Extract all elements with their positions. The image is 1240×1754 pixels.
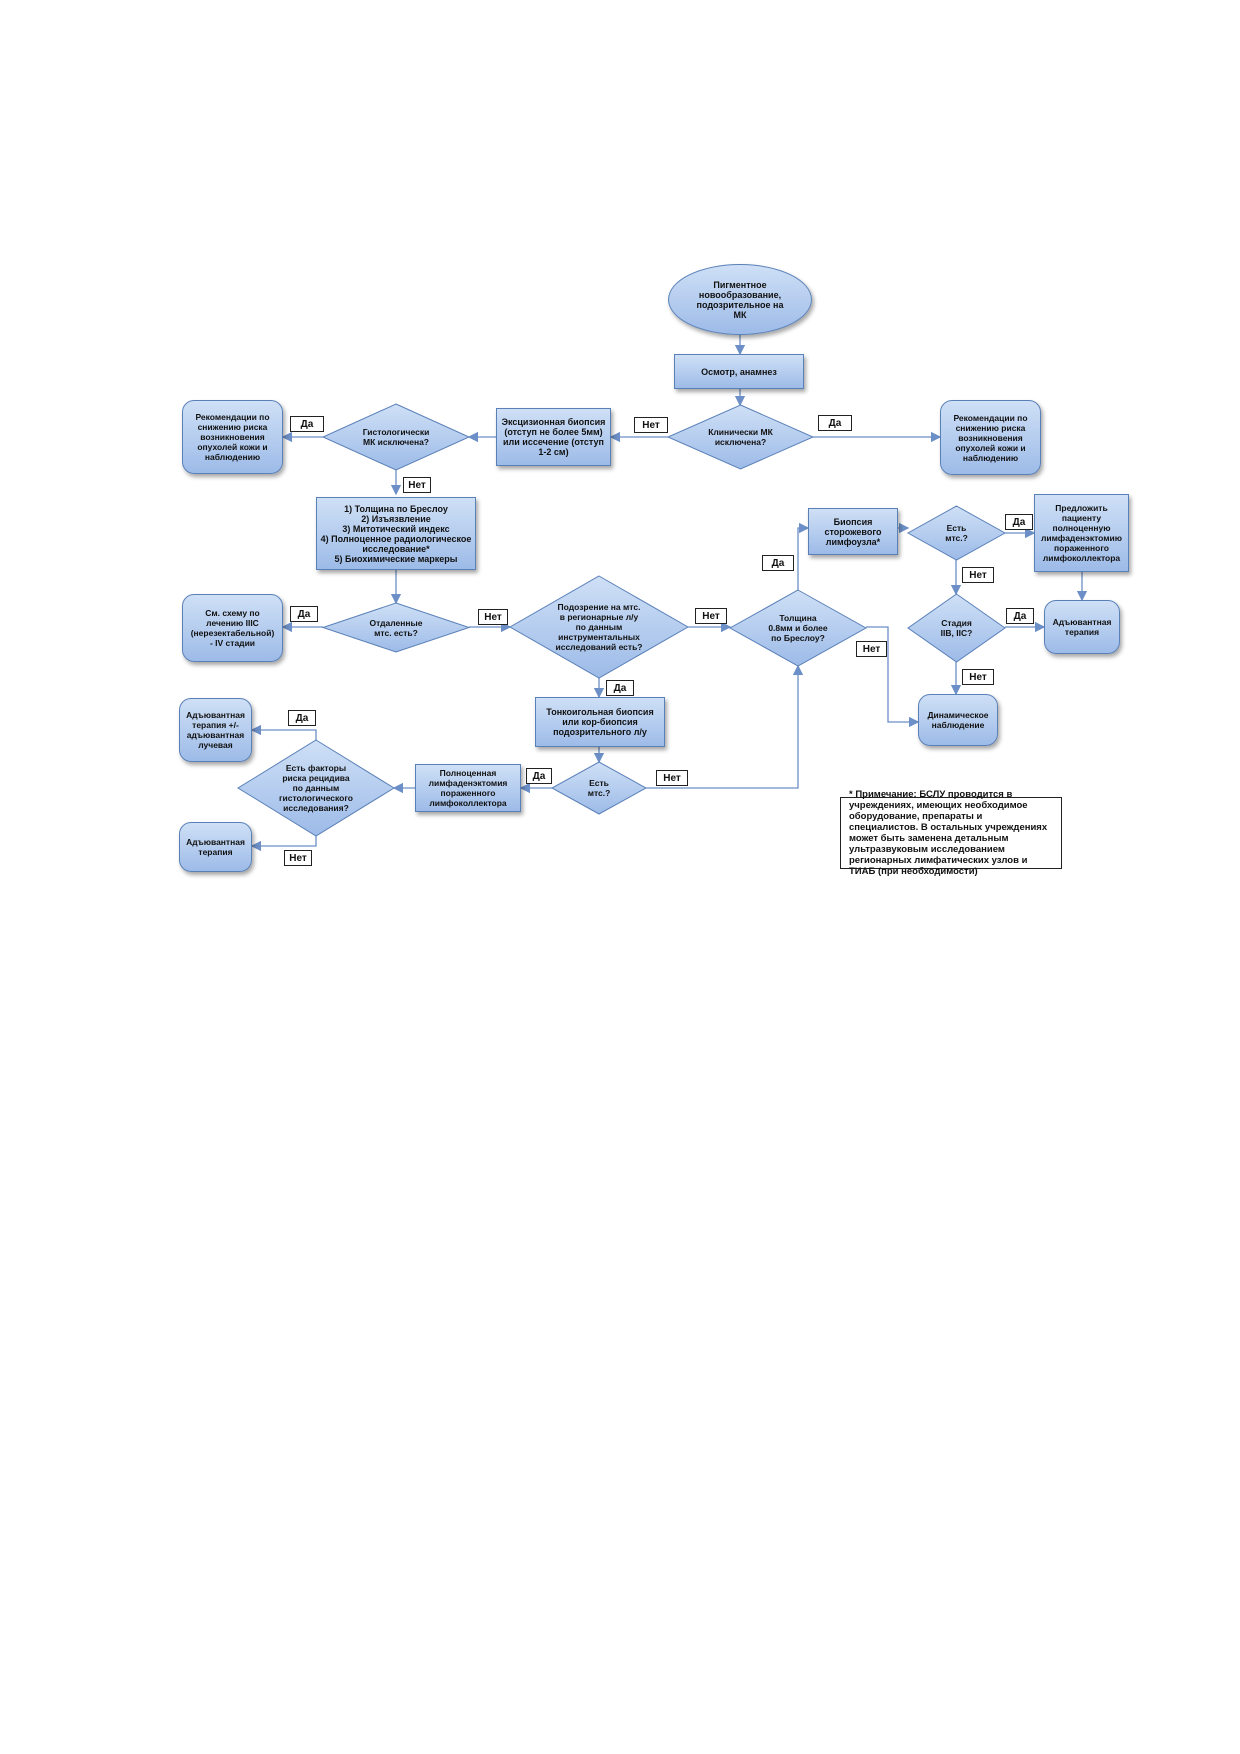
tag-no-distant: Нет <box>478 609 508 625</box>
start-node: Пигментное новообразование, подозрительн… <box>668 264 812 335</box>
sentinel-box-label: Биопсия сторожевого лимфоузла* <box>824 516 882 547</box>
lymphadenectomy-box-label: Полноценная лимфаденэктомия пораженного … <box>428 768 508 808</box>
dynamic-observation-box: Динамическое наблюдение <box>918 694 998 746</box>
tag-yes-distant-label: Да <box>297 608 311 620</box>
recommendation-left-box: Рекомендации по снижению риска возникнов… <box>182 400 283 474</box>
criteria-box: 1) Толщина по Бреслоу 2) Изъязвление 3) … <box>316 497 476 570</box>
tag-no-mts-1: Нет <box>962 567 994 583</box>
offer-box-label: Предложить пациенту полноценную лимфаден… <box>1040 503 1123 563</box>
tag-yes-stage-label: Да <box>1013 610 1027 622</box>
scheme-box-label: См. схему по лечению IIIC (нерезектабель… <box>190 608 275 648</box>
start-node-label: Пигментное новообразование, подозрительн… <box>696 279 784 320</box>
tag-yes-clinical-label: Да <box>828 417 842 429</box>
decision-histology-label: Гистологически МК исключена? <box>362 427 430 447</box>
decision-clinical-label: Клинически МК исключена? <box>708 427 773 447</box>
tag-yes-regional-label: Да <box>613 682 627 694</box>
adjuvant-left-label: Адъювантная терапия <box>186 837 245 857</box>
tag-yes-regional: Да <box>606 680 634 696</box>
decision-mts-2-label: Есть мтс.? <box>587 778 611 798</box>
tag-no-clinical-label: Нет <box>642 419 660 431</box>
adjuvant-left-box: Адъювантная терапия <box>179 822 252 872</box>
tag-yes-stage: Да <box>1006 608 1034 624</box>
tag-no-thickness-label: Нет <box>862 643 881 655</box>
decision-thickness-label: Толщина 0.8мм и более по Бреслоу? <box>768 613 828 643</box>
decision-risk-label: Есть факторы риска рецидива по данным ги… <box>278 763 353 813</box>
tag-yes-risk-label: Да <box>295 712 309 724</box>
tag-yes-distant: Да <box>290 606 318 622</box>
tag-yes-mts-2-label: Да <box>532 770 546 782</box>
decision-distant-label: Отдаленные мтс. есть? <box>369 617 423 638</box>
tag-no-stage: Нет <box>962 669 994 685</box>
footnote-box: * Примечание: БСЛУ проводится в учрежден… <box>840 789 1062 877</box>
recommendation-right-label: Рекомендации по снижению риска возникнов… <box>953 412 1028 463</box>
tag-no-clinical: Нет <box>634 417 668 433</box>
tag-yes-thickness: Да <box>762 555 794 571</box>
decision-regional-label: Подозрение на мтс. в регионарные л/у по … <box>555 602 643 652</box>
tag-yes-risk: Да <box>288 710 316 726</box>
tag-yes-histology-label: Да <box>300 418 314 430</box>
tag-yes-mts-1: Да <box>1005 514 1033 530</box>
tag-yes-mts-1-label: Да <box>1012 516 1026 528</box>
fine-needle-box: Тонкоигольная биопсия или кор-биопсия по… <box>535 697 665 747</box>
edge-thickness-dynamic <box>866 626 920 728</box>
edge-risk-ray <box>250 724 317 740</box>
tag-no-mts-2-label: Нет <box>663 772 681 784</box>
adjuvant-ray-box: Адъювантная терапия +/- адъювантная луче… <box>179 698 252 762</box>
tag-no-thickness: Нет <box>856 641 887 657</box>
adjuvant-right-box: Адъювантная терапия <box>1044 600 1120 654</box>
edge-thickness-sentinel <box>797 522 810 590</box>
sentinel-box: Биопсия сторожевого лимфоузла* <box>808 508 898 555</box>
tag-no-mts-1-label: Нет <box>969 569 987 581</box>
decision-distant: Отдаленные мтс. есть? <box>321 602 471 653</box>
decision-thickness: Толщина 0.8мм и более по Бреслоу? <box>728 589 868 667</box>
exam-box: Осмотр, анамнез <box>674 354 804 389</box>
tag-no-mts-2: Нет <box>656 770 688 786</box>
recommendation-left-label: Рекомендации по снижению риска возникнов… <box>195 412 270 462</box>
criteria-box-label: 1) Толщина по Бреслоу 2) Изъязвление 3) … <box>320 503 472 564</box>
decision-stage: Стадия IIB, IIC? <box>907 593 1006 663</box>
tag-yes-mts-2: Да <box>526 768 552 784</box>
edge-mts2-thickness <box>646 664 804 789</box>
edge-risk-left <box>250 836 317 852</box>
decision-risk: Есть факторы риска рецидива по данным ги… <box>237 739 395 837</box>
decision-mts-1-label: Есть мтс.? <box>945 523 968 543</box>
decision-regional: Подозрение на мтс. в регионарные л/у по … <box>508 575 690 679</box>
tag-no-risk-label: Нет <box>289 852 307 864</box>
fine-needle-box-label: Тонкоигольная биопсия или кор-биопсия по… <box>546 707 654 737</box>
decision-mts-2: Есть мтс.? <box>550 761 648 815</box>
offer-box: Предложить пациенту полноценную лимфаден… <box>1034 494 1129 572</box>
tag-no-regional-label: Нет <box>702 610 720 622</box>
excision-box-label: Эксцизионная биопсия (отступ не более 5м… <box>501 417 606 457</box>
dynamic-observation-label: Динамическое наблюдение <box>927 710 989 730</box>
adjuvant-right-label: Адъювантная терапия <box>1052 617 1112 637</box>
tag-no-stage-label: Нет <box>969 671 987 683</box>
decision-stage-label: Стадия IIB, IIC? <box>940 618 973 638</box>
scheme-box: См. схему по лечению IIIC (нерезектабель… <box>182 594 283 662</box>
excision-box: Эксцизионная биопсия (отступ не более 5м… <box>496 408 611 466</box>
decision-histology: Гистологически МК исключена? <box>321 403 471 471</box>
lymphadenectomy-box: Полноценная лимфаденэктомия пораженного … <box>415 764 521 812</box>
tag-no-distant-label: Нет <box>484 611 502 623</box>
recommendation-right-box: Рекомендации по снижению риска возникнов… <box>940 400 1041 475</box>
decision-mts-1: Есть мтс.? <box>906 505 1007 561</box>
tag-yes-clinical: Да <box>818 415 852 431</box>
tag-no-histology: Нет <box>403 477 431 493</box>
decision-clinical: Клинически МК исключена? <box>666 404 815 470</box>
footnote-text: * Примечание: БСЛУ проводится в учрежден… <box>849 789 1048 877</box>
adjuvant-ray-label: Адъювантная терапия +/- адъювантная луче… <box>186 710 245 750</box>
exam-box-label: Осмотр, анамнез <box>701 366 777 377</box>
tag-no-risk: Нет <box>284 850 312 866</box>
tag-yes-histology: Да <box>290 416 324 432</box>
tag-no-regional: Нет <box>695 608 727 624</box>
tag-no-histology-label: Нет <box>408 479 426 491</box>
tag-yes-thickness-label: Да <box>771 557 785 569</box>
